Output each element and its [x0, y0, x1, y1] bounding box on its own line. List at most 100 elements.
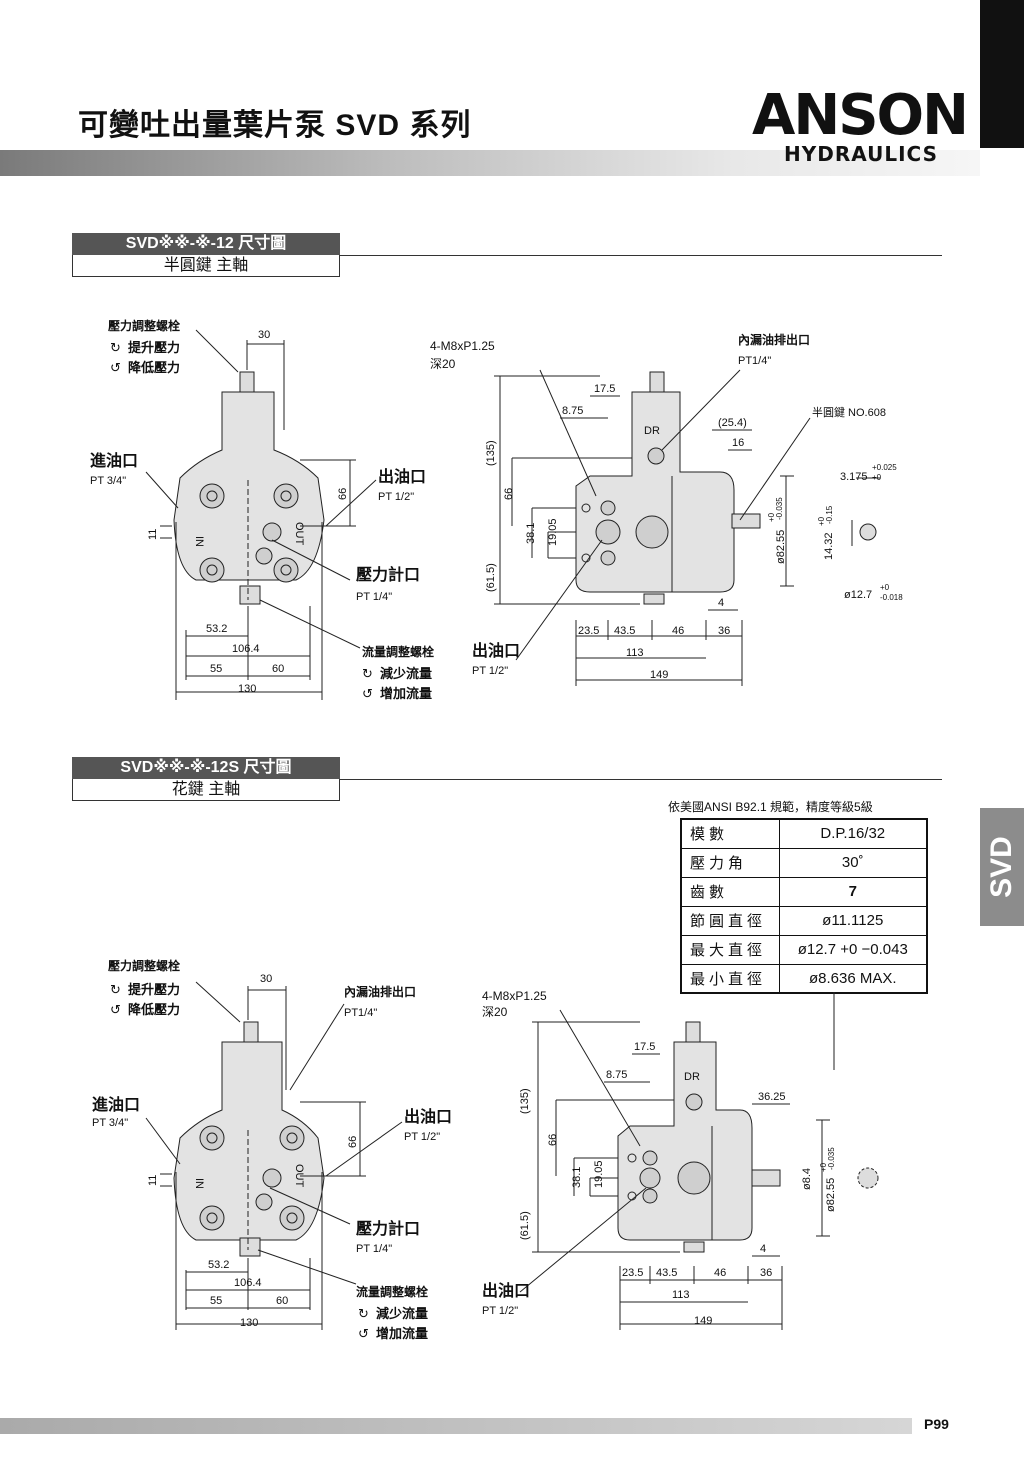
s1-dim: 53.2 — [206, 623, 227, 635]
footer-bar — [0, 1418, 912, 1434]
section2-drawing: 壓力調整螺栓 提升壓力 ↻ 降低壓力 ↺ 內漏油排出口 PT1/4" 進油口 P… — [92, 958, 879, 1341]
s1-r-outlet: 出油口 — [472, 641, 520, 660]
s2-outlet: 出油口 — [404, 1107, 452, 1126]
rotate-cw-icon: ↻ — [110, 340, 121, 355]
spline-section-icon — [857, 1167, 879, 1189]
s1-dim-top: 17.5 — [594, 383, 615, 395]
s2-dim-vert: 66 — [547, 1134, 559, 1146]
section2-heading: SVD※※-※-12S 尺寸圖 — [72, 757, 340, 779]
s2-dim: 55 — [210, 1295, 222, 1307]
s2-pressure-bolt: 壓力調整螺栓 — [108, 958, 180, 973]
s2-drain: 內漏油排出口 — [344, 984, 416, 999]
s1-key-dim: +0 — [872, 473, 882, 482]
rotate-cw-icon: ↻ — [358, 1306, 369, 1321]
s1-key-dim: +0 — [817, 516, 826, 526]
s1-dim-bottom: 43.5 — [614, 625, 635, 637]
s2-in-label: IN — [193, 1178, 205, 1189]
rotate-ccw-icon: ↺ — [110, 360, 121, 375]
s1-dim-vert: (61.5) — [485, 563, 497, 592]
spec-note: 依美國ANSI B92.1 規範，精度等級5級 — [668, 800, 873, 814]
s2-dim-bottom: 36 — [760, 1267, 772, 1279]
s2-dim-top: 17.5 — [634, 1041, 655, 1053]
s1-out-label: OUT — [293, 522, 305, 546]
s2-raise: 提升壓力 — [128, 982, 180, 997]
s2-dim-bottom: 149 — [694, 1315, 712, 1327]
pump-side-view-2 — [617, 1021, 781, 1253]
s2-bolt-spec: 4-M8xP1.25 — [482, 989, 547, 1003]
s1-dim-bottom: 23.5 — [578, 625, 599, 637]
s1-dim-bottom: 46 — [672, 625, 684, 637]
section1-subheading: 半圓鍵 主軸 — [72, 255, 340, 277]
s1-key-dim: 14.32 — [823, 532, 835, 560]
s1-dim-vert: 66 — [503, 488, 515, 500]
s1-dim-top: 8.75 — [562, 405, 583, 417]
spec-key: 齒數 — [680, 876, 780, 907]
s1-gauge: 壓力計口 — [356, 565, 420, 584]
s1-dr: DR — [644, 425, 660, 437]
s2-dim-vert: 38.1 — [571, 1167, 583, 1188]
s1-key: 半圓鍵 NO.608 — [812, 405, 886, 419]
s1-key-dim: 3.175 — [840, 471, 868, 483]
spec-key: 最大直徑 — [680, 934, 780, 965]
s2-dim: 130 — [240, 1317, 258, 1329]
s1-dim-vert: (135) — [485, 440, 497, 466]
s1-dim-vert: +0 — [767, 512, 776, 522]
s2-dim-vert: ø8.4 — [801, 1168, 813, 1190]
s2-dim-bottom: 4 — [760, 1243, 766, 1255]
spec-key: 最小直徑 — [680, 963, 780, 994]
s2-depth: 深20 — [482, 1005, 508, 1019]
spec-key: 模數 — [680, 818, 780, 849]
header-bar — [0, 150, 980, 176]
s1-dim: 106.4 — [232, 643, 260, 655]
s2-dim: 30 — [260, 973, 272, 985]
s1-dim-vert: 38.1 — [525, 523, 537, 544]
s2-dim-vert: +0 — [819, 1162, 828, 1172]
s1-dim: 66 — [337, 488, 349, 500]
rotate-cw-icon: ↻ — [362, 666, 373, 681]
logo-main-text: ANSON — [752, 83, 969, 148]
s1-key-dim: -0.018 — [880, 593, 903, 602]
section1-drawing: 壓力調整螺栓 提升壓力 ↻ 降低壓力 ↺ 進油口 PT 3/4" 出油口 PT … — [90, 318, 903, 701]
s2-lower: 降低壓力 — [128, 1002, 180, 1017]
s2-dim: 53.2 — [208, 1259, 229, 1271]
s1-dim: 60 — [272, 663, 284, 675]
s1-dim-top: (25.4) — [718, 417, 747, 429]
spec-key: 節圓直徑 — [680, 905, 780, 936]
side-section-tab: SVD — [980, 808, 1024, 926]
s2-dim-top: 36.25 — [758, 1091, 786, 1103]
s2-inlet: 進油口 — [92, 1095, 140, 1114]
section1-rule — [340, 255, 942, 256]
s2-dim: 106.4 — [234, 1277, 262, 1289]
s2-dim-vert: ø82.55 — [825, 1178, 837, 1212]
s2-gauge: 壓力計口 — [356, 1219, 420, 1238]
s1-dim-bottom: 4 — [718, 597, 724, 609]
s1-r-outlet-size: PT 1/2" — [472, 665, 508, 677]
s1-dim: 130 — [238, 683, 256, 695]
s2-dim-bottom: 113 — [672, 1289, 690, 1301]
s1-dim: 11 — [147, 529, 159, 540]
rotate-ccw-icon: ↺ — [110, 1002, 121, 1017]
s1-key-dim: -0.15 — [825, 505, 834, 524]
s2-dim: 11 — [147, 1175, 159, 1186]
pump-front-view-1 — [173, 371, 325, 605]
s1-dim-vert: ø82.55 — [775, 530, 787, 564]
s2-outlet-size: PT 1/2" — [404, 1131, 440, 1143]
page-number: P99 — [924, 1416, 949, 1432]
s1-dim-bottom: 36 — [718, 625, 730, 637]
spec-value: ø11.1125 — [778, 905, 928, 936]
s1-key-dim: +0.025 — [872, 463, 897, 472]
s2-dim: 66 — [347, 1136, 359, 1148]
s2-r-outlet: 出油口 — [482, 1281, 530, 1300]
s1-gauge-size: PT 1/4" — [356, 591, 392, 603]
s1-dim-bottom: 113 — [626, 647, 644, 659]
side-tab-label: SVD — [985, 836, 1018, 898]
s1-in-label: IN — [193, 536, 205, 547]
rotate-ccw-icon: ↺ — [358, 1326, 369, 1341]
s1-key-dim: +0 — [880, 583, 890, 592]
s1-dim-bottom: 149 — [650, 669, 668, 681]
pump-front-view-2 — [173, 1021, 325, 1257]
